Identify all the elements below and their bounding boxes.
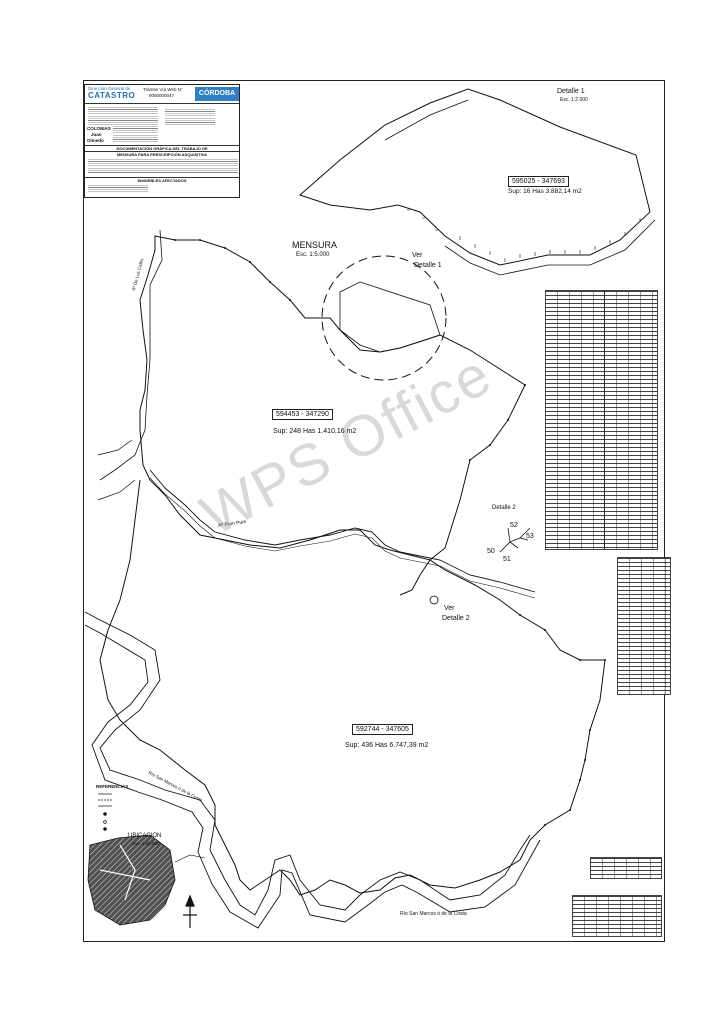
tramite-number: 0000000047 — [149, 93, 175, 98]
agency-name: CATASTRO — [88, 91, 136, 100]
vertex-dots — [174, 239, 606, 826]
location-title: UBICACION — [128, 833, 162, 839]
locality-line3: Olmedo — [87, 138, 104, 143]
detail1-boundary — [299, 88, 651, 266]
agency-line1: Dirección General de — [88, 86, 131, 91]
river-label-south: Río San Marcos ó de la Costa — [400, 911, 467, 917]
detail2-title: Detalle 2 — [492, 505, 516, 511]
stream-pum-pum — [149, 469, 536, 593]
tramite-label: Trámite Vía Web N° — [143, 87, 183, 92]
parcel-area-3: Sup: 436 Has 6.747,39 m2 — [345, 742, 429, 749]
parcel-south-boundary — [99, 479, 606, 896]
parcel-id-1: 595025 - 347693 — [508, 176, 569, 187]
detail2-ref-line1: Ver — [444, 605, 455, 612]
parcel-area-1: Sup: 16 Has 3.882,14 m2 — [508, 188, 582, 195]
title-block-header: Dirección General de CATASTRO Trámite Ví… — [85, 85, 239, 104]
detail1-scale: Esc. 1:2.000 — [560, 97, 588, 103]
detail1-marker-circle — [321, 255, 447, 381]
detail1-vertex-ticks — [407, 209, 641, 262]
detail1-ref-line1: Ver — [412, 252, 423, 259]
locality-line1: COLONIAS — [87, 126, 111, 131]
detail1-ref-line2: Detalle 1 — [414, 262, 442, 269]
coordinates-table-1 — [545, 290, 605, 550]
detail2-point-53: 53 — [526, 533, 534, 540]
detail1-offset-line — [384, 99, 656, 276]
parcel-area-2: Sup: 248 Has 1.410,16 m2 — [273, 428, 357, 435]
detail2-point-51: 51 — [503, 556, 511, 563]
detail2-vectors — [499, 527, 531, 553]
detail2-ref-line2: Detalle 2 — [442, 615, 470, 622]
document-type: MENSURA PARA PRESCRIPCIÓN ADQUISITIVA — [85, 151, 239, 158]
location-scale: Esc. 1:40.000 — [132, 841, 160, 846]
title-block-notes — [88, 107, 158, 125]
locality-details — [113, 126, 158, 142]
coordinates-table-2 — [604, 290, 658, 550]
references-legend — [98, 793, 112, 831]
province-badge: CÓRDOBA — [195, 87, 239, 101]
title-block: Dirección General de CATASTRO Trámite Ví… — [84, 84, 240, 198]
location-map — [87, 834, 206, 926]
main-scale: Esc. 1:5.000 — [296, 252, 330, 258]
detail1-title: Detalle 1 — [557, 88, 585, 95]
affected-list — [88, 185, 148, 193]
locality-line2: Juan — [91, 132, 102, 137]
title-block-parcel-info — [165, 109, 215, 125]
affected-header: INMUEBLES AFECTADOS — [85, 177, 239, 184]
document-description — [88, 159, 238, 173]
areas-table — [572, 895, 662, 937]
river-san-marcos — [84, 611, 531, 916]
coordinates-table-3 — [617, 557, 671, 695]
main-title: MENSURA — [292, 240, 338, 250]
neighbors-table — [590, 857, 662, 879]
parcel-id-3: 592744 - 347605 — [352, 724, 413, 735]
references-title: REFERENCIAS — [96, 784, 129, 789]
detail2-point-50: 50 — [487, 548, 495, 555]
north-arrow-icon — [183, 894, 197, 928]
parcel-north-boundary — [139, 235, 526, 561]
parcel-id-2: 594453 - 347290 — [272, 409, 333, 420]
detail1-marker-polygon — [339, 281, 441, 353]
document-header: DOCUMENTACIÓN GRÁFICA DEL TRABAJO DE — [85, 145, 239, 152]
detail2-point-52: 52 — [510, 522, 518, 529]
stream-los-cafes — [99, 229, 163, 481]
